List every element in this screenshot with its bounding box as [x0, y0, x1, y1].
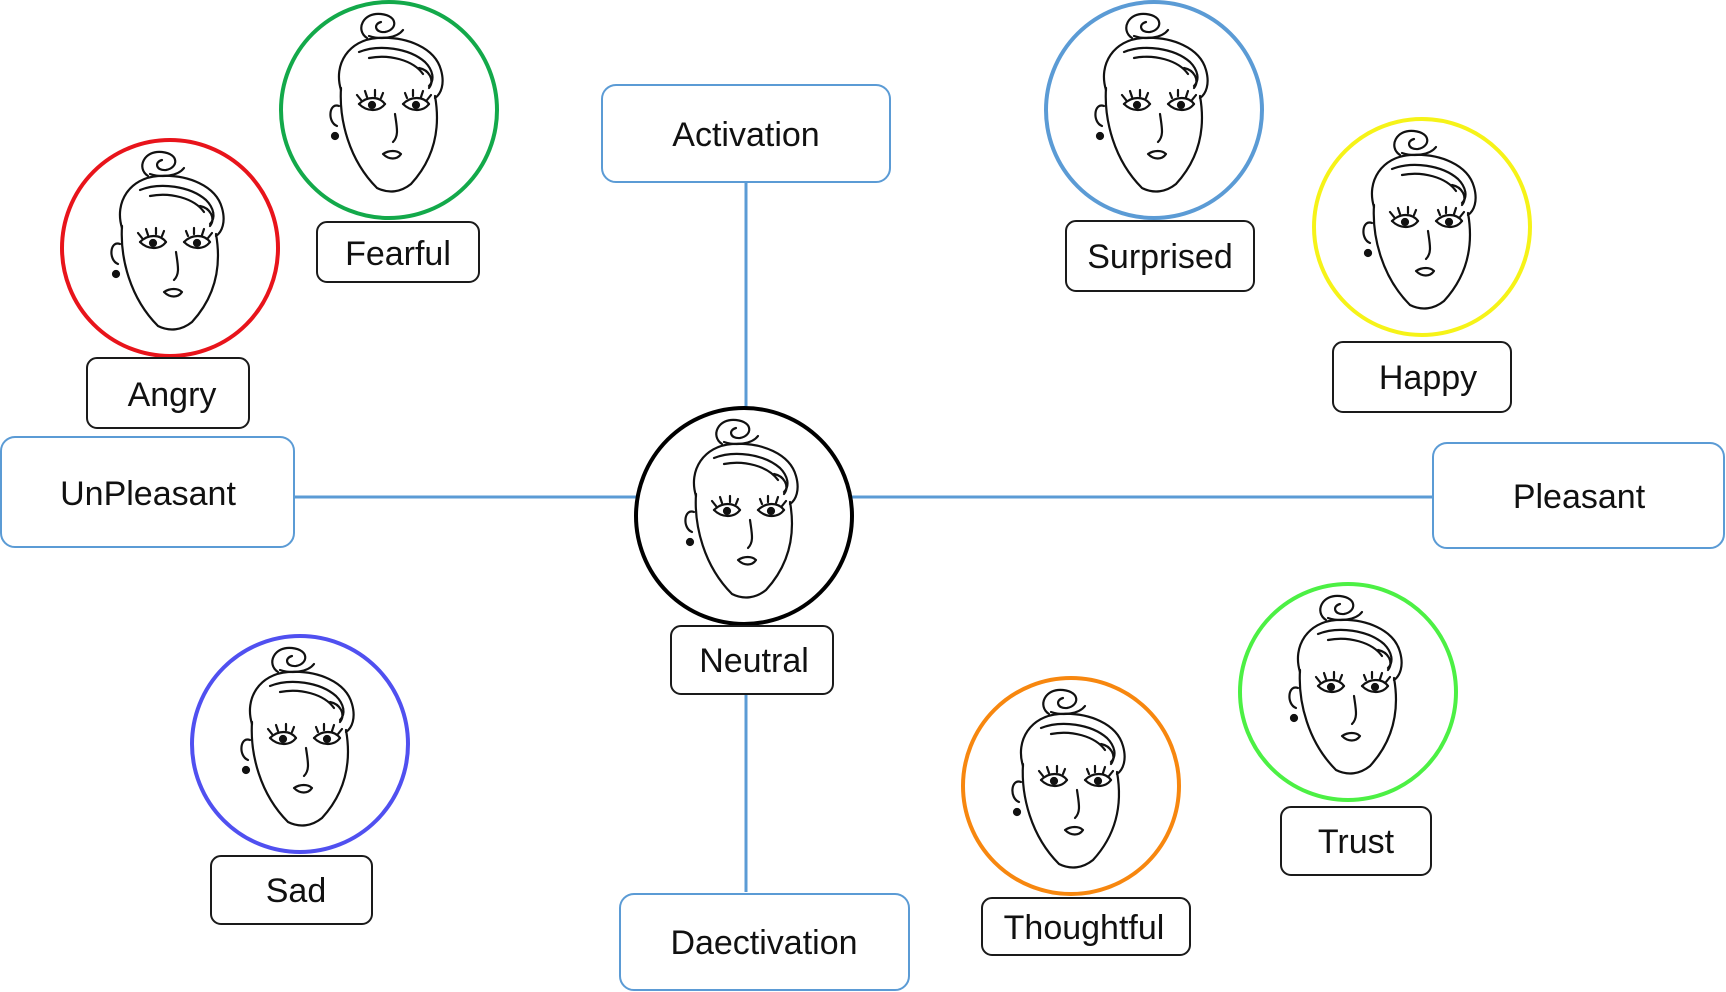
ring-trust [1238, 582, 1458, 802]
emotion-happy: Happy [1312, 117, 1532, 413]
axis-label-unpleasant: UnPleasant [60, 475, 236, 513]
axis-box-pleasant: Pleasant [1432, 442, 1725, 549]
axis-lines [294, 182, 1433, 892]
emotion-thoughtful: Thoughtful [961, 676, 1191, 956]
axis-label-pleasant: Pleasant [1513, 478, 1646, 516]
ring-thoughtful [961, 676, 1181, 896]
axis-label-deactivation: Daectivation [670, 924, 857, 962]
ring-angry [60, 138, 280, 358]
axis-box-deactivation: Daectivation [619, 893, 910, 991]
ring-fearful [279, 0, 499, 220]
emotion-angry: Angry [60, 138, 280, 429]
emotion-label-surprised: Surprised [1087, 238, 1233, 276]
emotion-label-sad: Sad [266, 872, 327, 910]
emotion-fearful: Fearful [279, 0, 499, 283]
ring-surprised [1044, 0, 1264, 220]
axis-box-activation: Activation [601, 84, 891, 183]
emotion-label-fearful: Fearful [345, 235, 451, 273]
ring-sad [190, 634, 410, 854]
emotion-neutral: Neutral [634, 406, 854, 695]
emotion-label-trust: Trust [1318, 823, 1395, 861]
emotion-label-angry: Angry [128, 376, 217, 414]
emotion-label-neutral: Neutral [699, 642, 809, 680]
emotion-trust: Trust [1238, 582, 1458, 876]
emotion-sad: Sad [190, 634, 410, 925]
emotion-label-happy: Happy [1379, 359, 1477, 397]
ring-happy [1312, 117, 1532, 337]
axis-label-activation: Activation [672, 116, 819, 154]
emotion-surprised: Surprised [1044, 0, 1264, 292]
emotion-label-thoughtful: Thoughtful [1004, 909, 1165, 947]
ring-neutral [634, 406, 854, 626]
axis-box-unpleasant: UnPleasant [0, 436, 295, 548]
